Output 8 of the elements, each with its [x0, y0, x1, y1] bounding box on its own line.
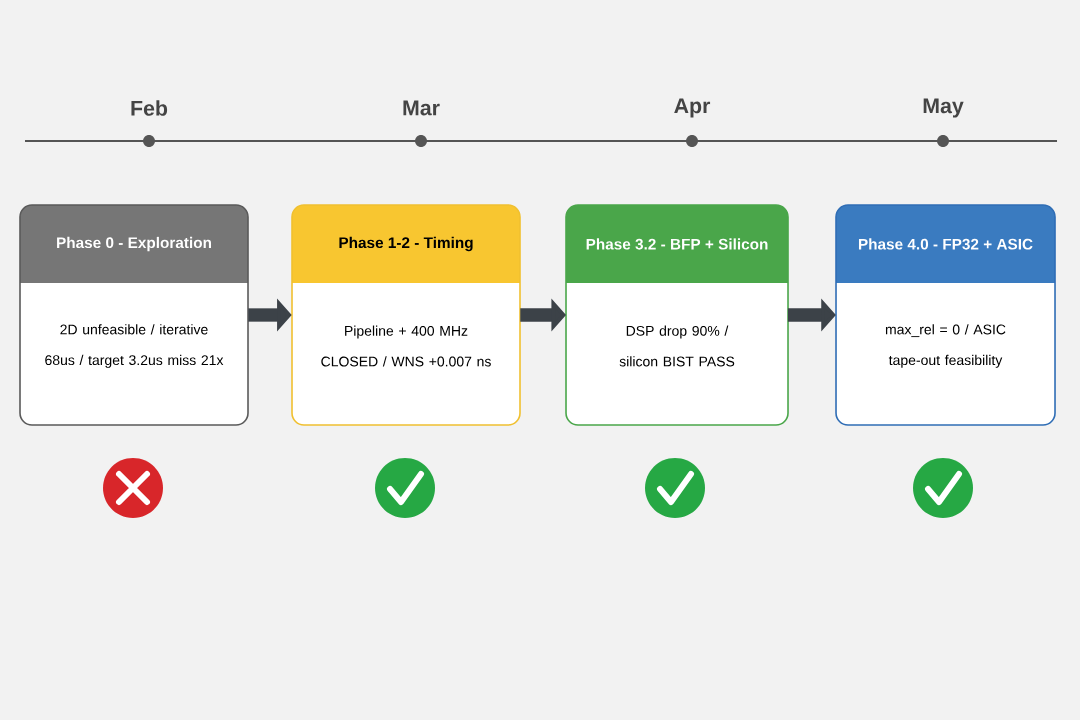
phase-card: Phase 1-2 - Timing Pipeline + 400 MHz CLOSED / WNS +0.007 ns: [291, 204, 521, 426]
month-label: May: [923, 98, 964, 118]
month-label: Feb: [131, 100, 168, 116]
phase-card: Phase 4.0 - FP32 + ASIC max_rel = 0 / ASIC tape-out feasibility: [835, 204, 1056, 426]
phase-card: Phase 0 - Exploration 2D unfeasible / iterative 68us / target 3.2us miss 21x: [19, 204, 249, 426]
month-label: Apr: [674, 98, 711, 118]
month-label: Mar: [403, 100, 440, 116]
phase-card: Phase 3.2 - BFP + Silicon DSP drop 90% / silicon BIST PASS: [565, 204, 789, 426]
